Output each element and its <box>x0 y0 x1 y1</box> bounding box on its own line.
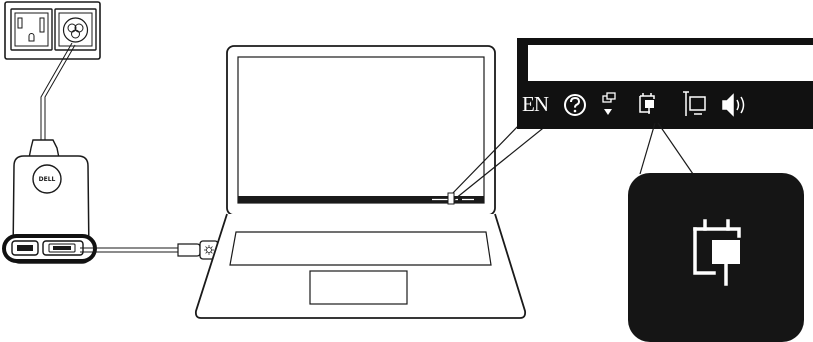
callout-panel <box>628 173 804 342</box>
wall-outlet-icon <box>5 2 100 59</box>
usb-c-cable <box>80 241 224 259</box>
language-indicator: EN <box>522 94 548 115</box>
callout-connector-lines <box>640 123 693 174</box>
power-adapter-icon <box>4 140 95 263</box>
taskbar-zoom <box>517 38 813 129</box>
dell-logo-text: DELL <box>33 177 61 183</box>
